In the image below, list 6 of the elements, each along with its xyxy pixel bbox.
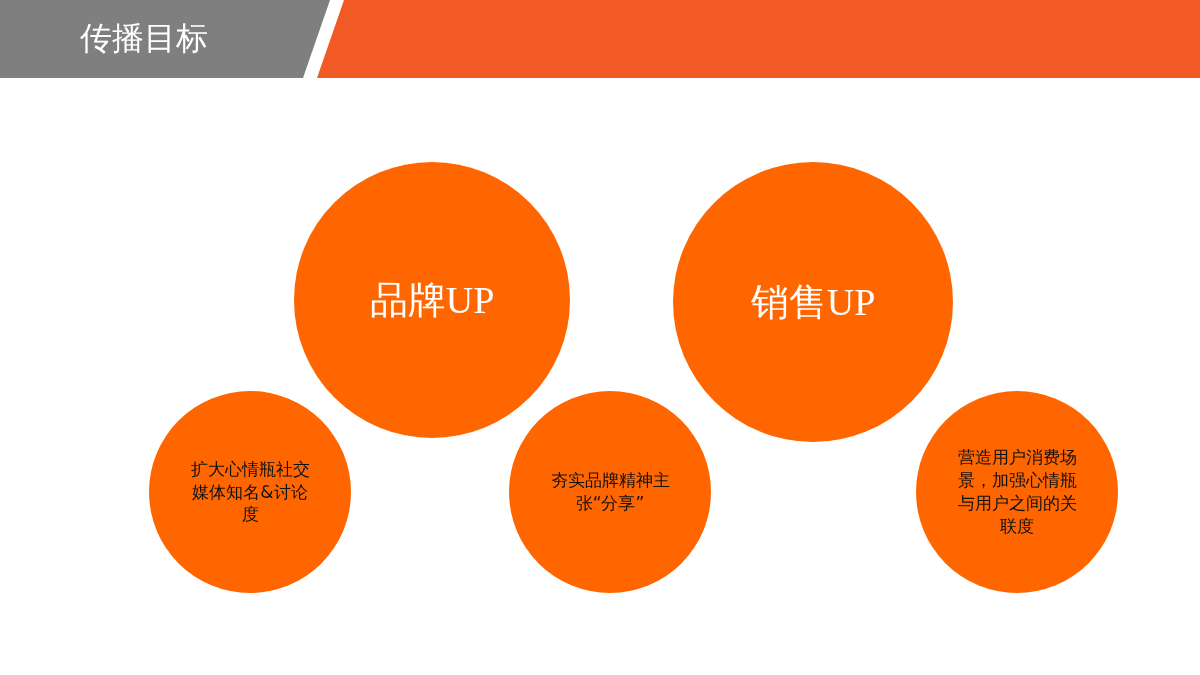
page-title: 传播目标 (80, 18, 208, 58)
goal-text: 夯实品牌精神主张“分享” (549, 469, 671, 515)
goal-text: 营造用户消费场景，加强心情瓶与用户之间的关联度 (956, 446, 1078, 538)
goal-text: 品牌UP (369, 277, 495, 323)
goal-text: 扩大心情瓶社交媒体知名&讨论度 (189, 457, 311, 527)
goal-text: 销售UP (750, 279, 876, 325)
